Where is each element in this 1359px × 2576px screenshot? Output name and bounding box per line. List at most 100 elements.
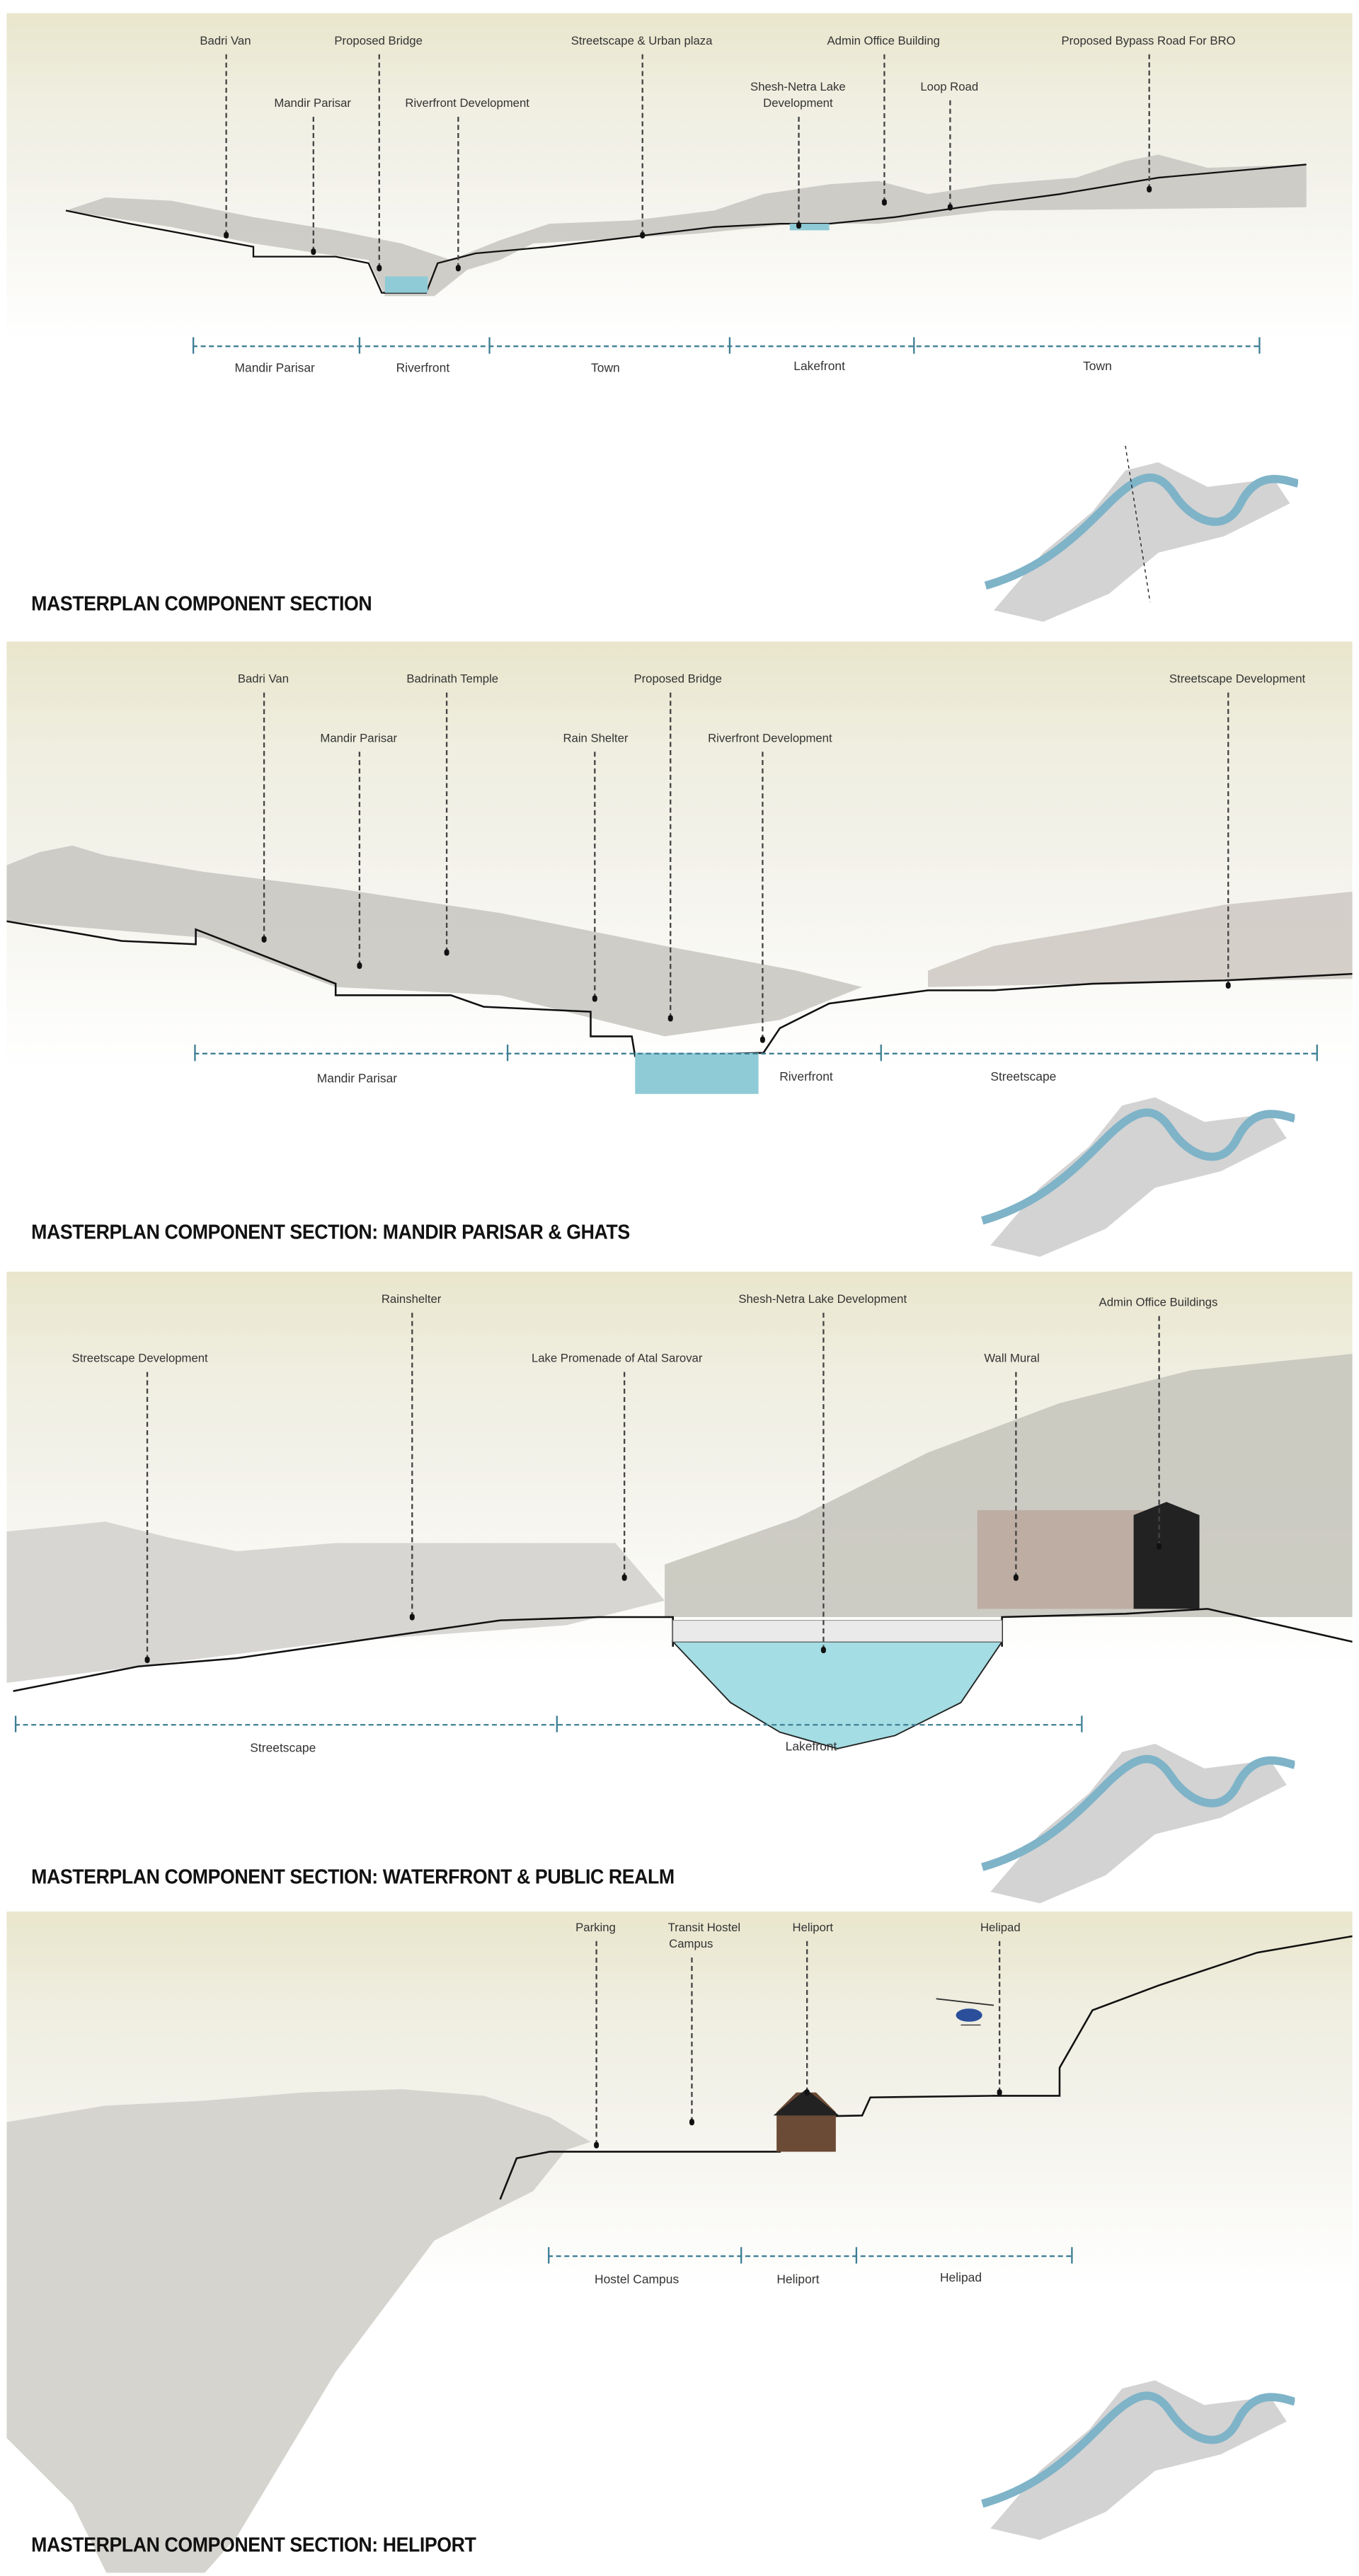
leader-line [409, 1312, 415, 1621]
leader-line [804, 1940, 810, 2096]
zone-divider-tick [1316, 1045, 1318, 1062]
label-mandir-parisar: Mandir Parisar [320, 730, 398, 745]
leader-line [376, 54, 383, 272]
zone-lakefront: Lakefront [793, 358, 845, 374]
zone-divider-tick [14, 1715, 17, 1732]
label-badri-van: Badri Van [200, 33, 251, 48]
label-shesh-netra-line2: Development [763, 95, 833, 110]
terrain-section [6, 1935, 1353, 2573]
label-proposed-bridge: Proposed Bridge [633, 671, 722, 686]
leader-line [310, 117, 317, 255]
zone-dimension-bar [194, 1052, 1317, 1055]
section-title: MASTERPLAN COMPONENT SECTION: HELIPORT [31, 2533, 476, 2557]
zone-dimension-bar [548, 2255, 1072, 2258]
label-shesh-netra-lake-development: Shesh-Netra Lake Development [738, 1291, 907, 1306]
zone-dimension-bar [14, 1724, 1082, 1726]
zone-divider-tick [913, 337, 915, 354]
zone-divider-tick [488, 337, 491, 354]
leader-line [689, 1957, 695, 2126]
zone-divider-tick [855, 2247, 858, 2264]
leader-line [820, 1312, 827, 1654]
leader-line [261, 692, 268, 943]
label-admin-office-buildings: Admin Office Buildings [1099, 1294, 1218, 1310]
leader-line [1146, 54, 1153, 192]
leader-line [947, 100, 953, 211]
zone-mandir-parisar: Mandir Parisar [234, 360, 315, 375]
zone-divider-tick [358, 337, 361, 354]
label-rain-shelter: Rain Shelter [563, 730, 629, 745]
leader-line [639, 54, 646, 239]
zone-town: Town [1083, 358, 1112, 374]
label-mandir-parisar: Mandir Parisar [274, 95, 351, 110]
zone-divider-tick [1081, 1715, 1083, 1732]
zone-dimension-bar [192, 345, 1259, 347]
key-plan-map [974, 2356, 1295, 2545]
label-transit-hostel-line2: Campus [669, 1936, 713, 1951]
helicopter-icon [936, 1998, 994, 2026]
zone-streetscape: Streetscape [990, 1069, 1057, 1084]
key-plan-map [974, 1719, 1295, 1904]
label-wall-mural: Wall Mural [984, 1350, 1040, 1366]
leader-line [796, 117, 802, 229]
zone-divider-tick [1071, 2247, 1073, 2264]
zone-divider-tick [548, 2247, 550, 2264]
leader-line [144, 1372, 151, 1664]
panel-waterfront-public-realm: Rainshelter Shesh-Netra Lake Development… [6, 1271, 1353, 1904]
zone-riverfront: Riverfront [396, 360, 450, 375]
leader-line [592, 752, 598, 1002]
leader-line [1013, 1372, 1019, 1581]
leader-line [1225, 692, 1232, 989]
label-badri-van: Badri Van [237, 671, 289, 686]
label-heliport: Heliport [792, 1919, 834, 1935]
zone-divider-tick [192, 337, 195, 354]
label-badrinath-temple: Badrinath Temple [406, 671, 499, 686]
zone-streetscape: Streetscape [250, 1740, 316, 1756]
zone-lakefront: Lakefront [785, 1738, 837, 1754]
zone-divider-tick [740, 2247, 742, 2264]
zone-riverfront: Riverfront [779, 1069, 833, 1084]
panel-mandir-parisar-ghats: Badri Van Badrinath Temple Proposed Brid… [6, 641, 1353, 1262]
zone-divider-tick [880, 1045, 882, 1062]
label-proposed-bridge: Proposed Bridge [334, 33, 423, 48]
label-riverfront-development: Riverfront Development [405, 95, 529, 110]
zone-mandir-parisar: Mandir Parisar [316, 1071, 398, 1086]
label-lake-promenade: Lake Promenade of Atal Sarovar [531, 1350, 703, 1366]
leader-line [759, 752, 766, 1043]
section-title: MASTERPLAN COMPONENT SECTION: MANDIR PAR… [31, 1220, 630, 1244]
leader-line [621, 1372, 628, 1581]
panel-heliport: Parking Transit Hostel Campus Heliport H… [6, 1911, 1353, 2573]
leader-line [593, 1940, 600, 2149]
leader-line [444, 692, 450, 956]
zone-divider-tick [556, 1715, 558, 1732]
zone-divider-tick [506, 1045, 509, 1062]
label-bypass-road: Proposed Bypass Road For BRO [1061, 33, 1236, 48]
label-helipad: Helipad [980, 1919, 1021, 1935]
label-riverfront-development: Riverfront Development [708, 730, 832, 745]
leader-line [356, 752, 363, 970]
leader-line [997, 1940, 1003, 2096]
key-plan-map [974, 1073, 1295, 1262]
leader-line [881, 54, 888, 206]
zone-divider-tick [728, 337, 731, 354]
leader-line [455, 117, 461, 272]
label-loop-road: Loop Road [920, 79, 979, 94]
label-transit-hostel-line1: Transit Hostel [667, 1919, 741, 1935]
zone-town: Town [591, 360, 620, 375]
label-admin-office-building: Admin Office Building [827, 33, 940, 48]
label-streetscape-development: Streetscape Development [1169, 671, 1306, 686]
zone-helipad: Helipad [939, 2270, 982, 2285]
leader-line [1156, 1316, 1163, 1550]
section-title: MASTERPLAN COMPONENT SECTION [31, 592, 372, 616]
terrain-section [6, 845, 1353, 1094]
label-rainshelter: Rainshelter [381, 1291, 442, 1306]
leader-line [223, 54, 230, 239]
zone-divider-tick [1258, 337, 1261, 354]
terrain-section [6, 1354, 1353, 1749]
label-streetscape-urban-plaza: Streetscape & Urban plaza [570, 33, 713, 48]
zone-divider-tick [194, 1045, 196, 1062]
label-streetscape-development: Streetscape Development [71, 1350, 208, 1366]
key-plan-map [977, 437, 1299, 626]
label-shesh-netra-line1: Shesh-Netra Lake [750, 79, 846, 94]
zone-heliport: Heliport [776, 2272, 820, 2287]
